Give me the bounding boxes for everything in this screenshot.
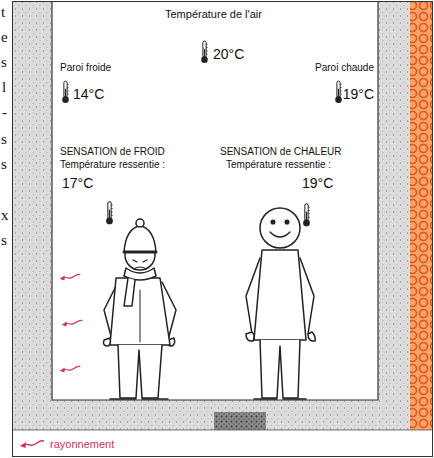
radiation-arrow-sample [18,438,46,452]
margin-fragment: s [1,54,7,71]
floor-gravel [214,412,266,430]
wall-name: Paroi chaude [315,62,374,73]
thermometer [335,81,342,103]
margin-fragment: s [1,232,7,249]
margin-fragment: s [1,156,7,173]
margin-fragment: - [2,104,7,121]
margin-fragment: s [1,131,7,148]
thermometer [62,81,69,103]
thermometer [201,41,208,63]
temperature-value: 19°C [302,176,333,191]
sensation-heading: SENSATION de CHALEUR [220,146,342,157]
wall-name: Paroi froide [60,62,111,73]
radiation-arrow [62,320,83,326]
temperature-value: 14°C [73,87,104,102]
floor [52,400,378,430]
radiation-arrow [60,366,81,372]
thermometer [303,204,310,227]
air-temperature-title: Température de l'air [165,8,262,20]
cold-person [104,219,177,399]
sensation-heading: SENSATION de FROID [60,146,165,157]
temperature-value: 19°C [343,87,374,102]
margin-fragment: l [2,79,6,96]
temperature-value: 20°C [213,47,244,62]
margin-fragment: x [1,207,9,224]
radiation-arrow [60,274,81,280]
warm-person [246,208,315,399]
felt-temperature-label: Température ressentie : [226,159,331,170]
legend-text: rayonnement [50,437,114,451]
temperature-value: 17°C [62,176,93,191]
insulation [410,2,432,430]
cold-wall [13,2,52,430]
margin-fragment: e [1,29,8,46]
margin-fragment: t [1,4,5,21]
felt-temperature-label: Température ressentie : [60,159,165,170]
thermometer [106,202,113,225]
warm-wall [378,2,410,430]
